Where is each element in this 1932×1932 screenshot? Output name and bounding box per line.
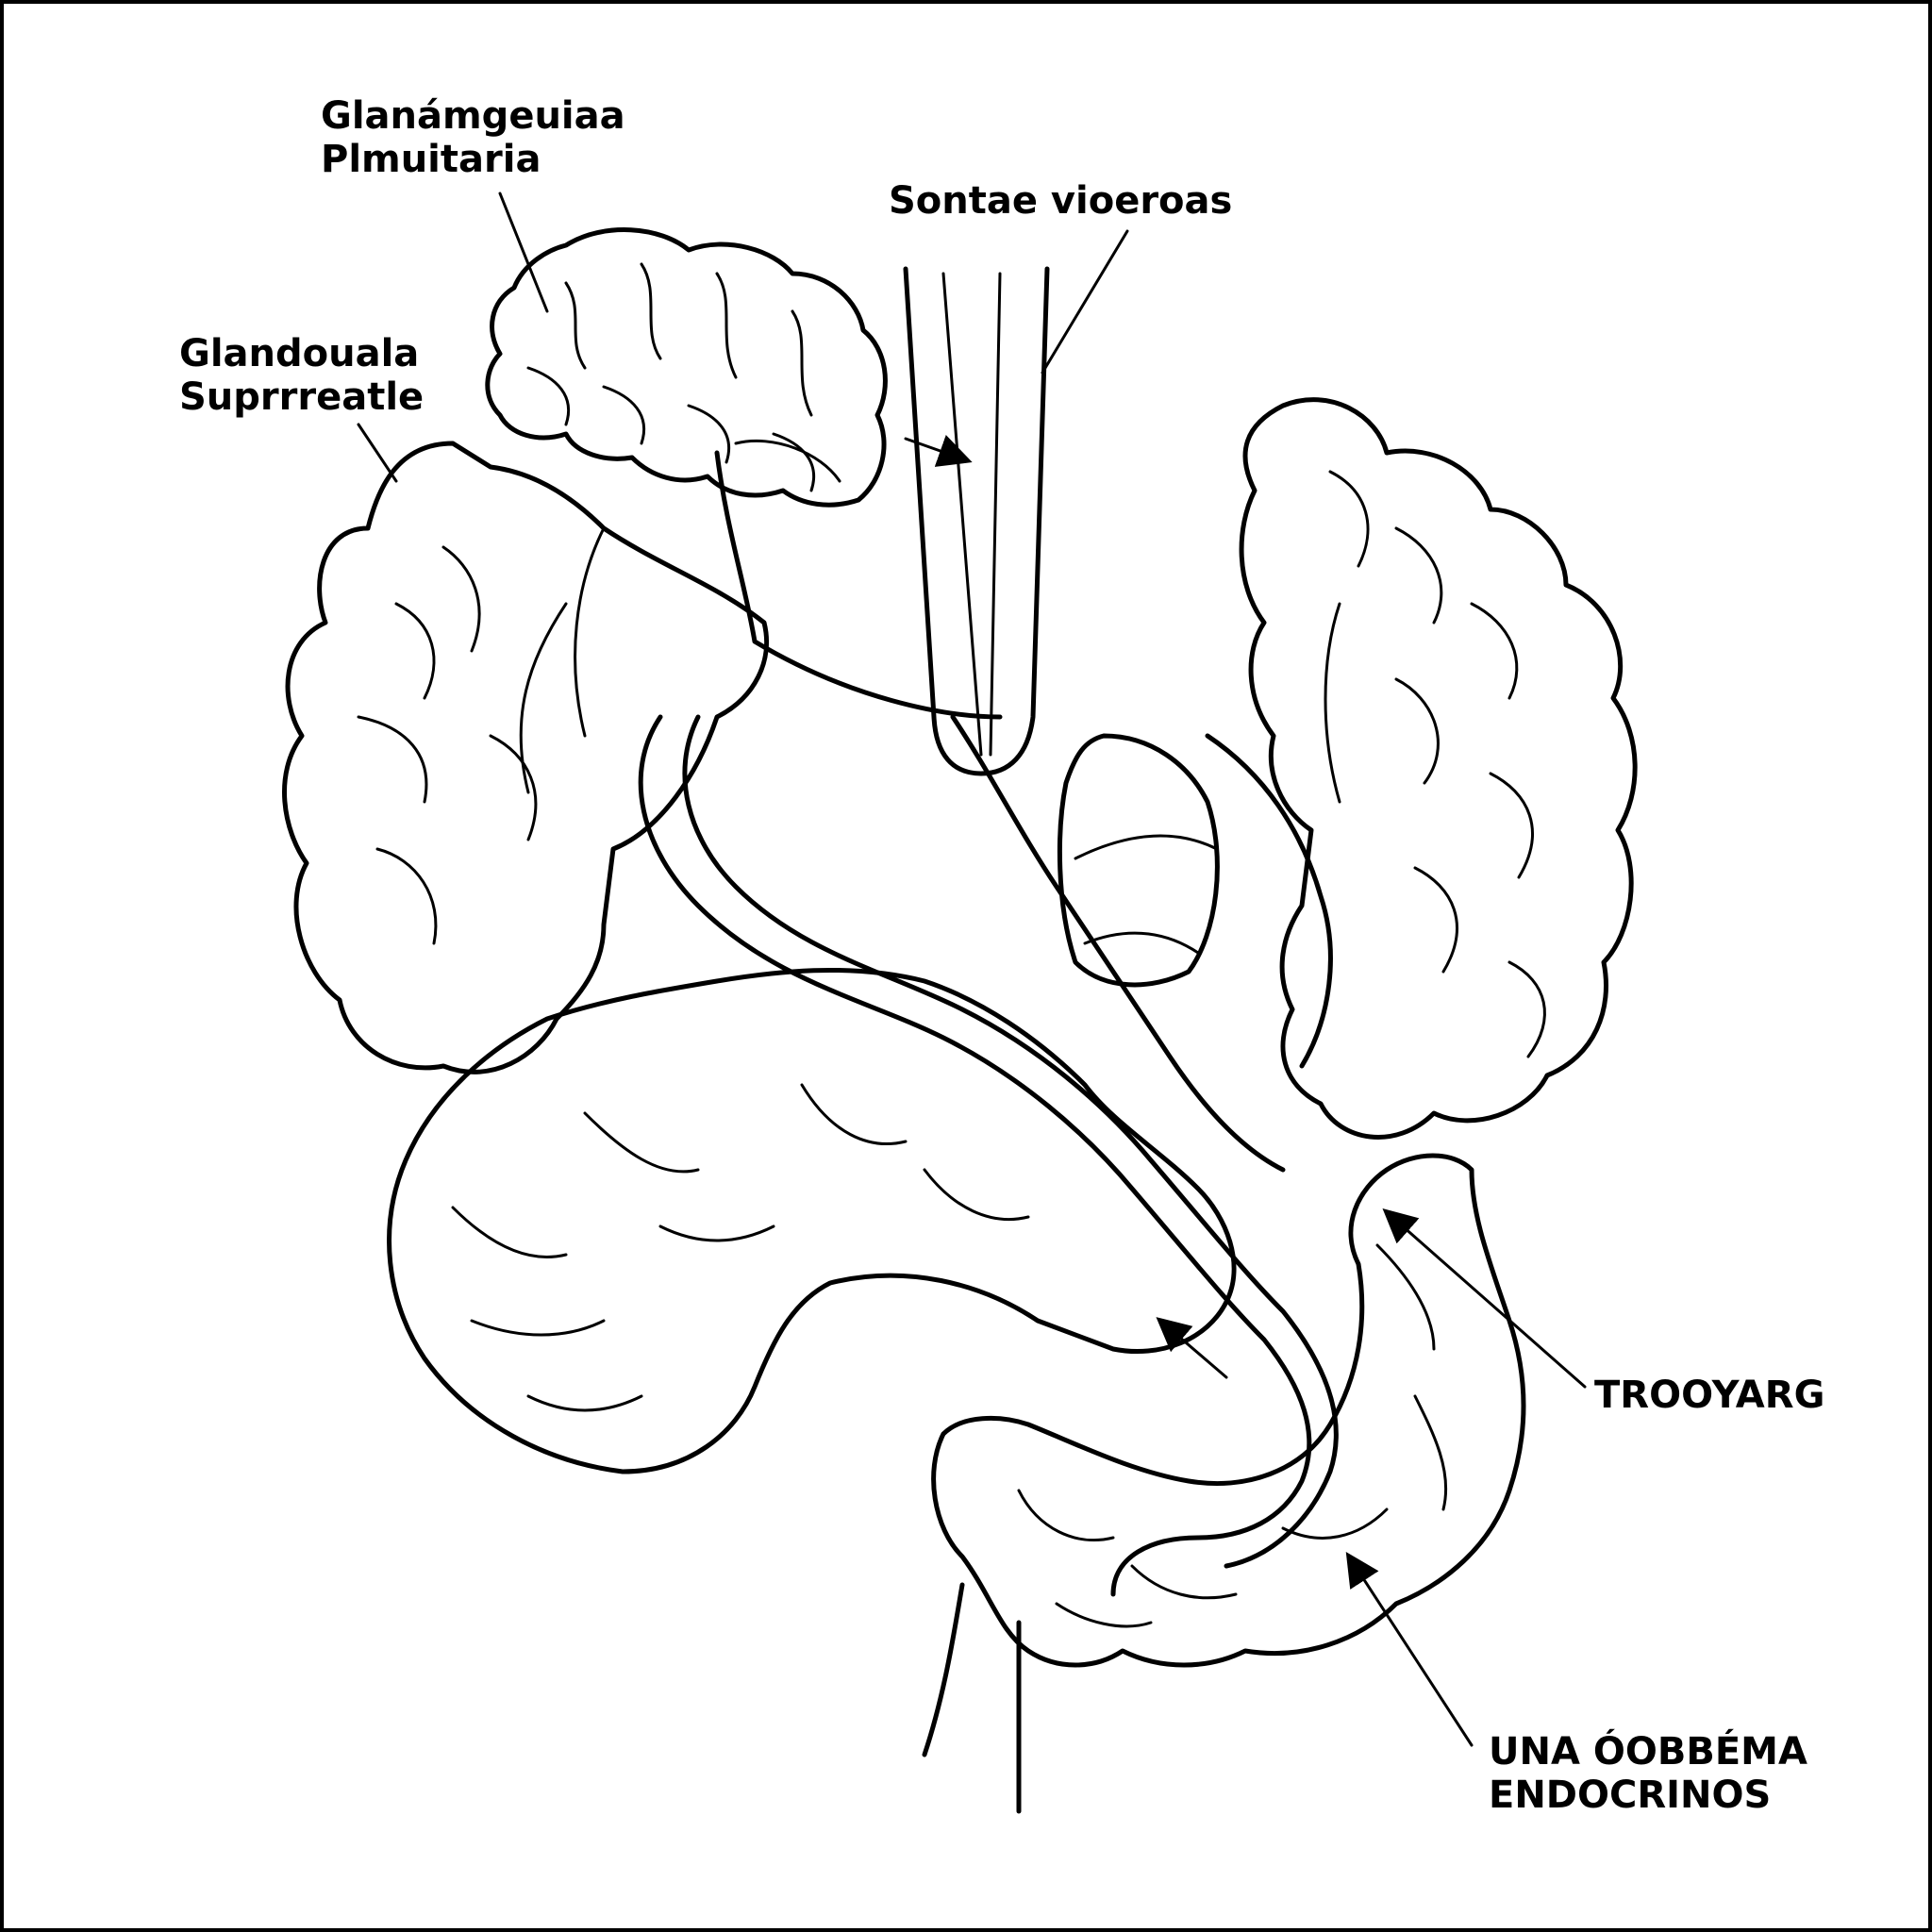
leader-suprarenal xyxy=(357,423,398,483)
leader-vessels-arrow xyxy=(904,435,973,467)
central-organ xyxy=(1057,733,1220,988)
label-system-line-2: ENDOCRINOS xyxy=(1489,1774,1772,1817)
brain xyxy=(485,227,888,508)
right-lobe xyxy=(1239,397,1638,1140)
label-suprarenal-line-2: Suprrreatle xyxy=(179,375,425,419)
leader-system xyxy=(1345,1551,1474,1747)
leader-lines xyxy=(357,192,1587,1747)
label-system-line-1: UNA ÓOBBÉMA xyxy=(1489,1730,1807,1774)
label-suprarenal-gland: Glandouala Suprrreatle xyxy=(179,332,424,419)
left-lobe xyxy=(282,441,770,1074)
winding-vessels xyxy=(638,714,1339,1814)
leader-vessels xyxy=(1041,229,1129,375)
lower-left-organ xyxy=(387,967,1237,1474)
label-suprarenal-line-1: Glandouala xyxy=(179,332,420,375)
central-vessels xyxy=(714,266,1050,776)
leader-thyroid xyxy=(1382,1208,1587,1389)
label-endocrine-system: UNA ÓOBBÉMA ENDOCRINOS xyxy=(1489,1730,1807,1817)
label-thyroid: TROOYARG xyxy=(1594,1374,1825,1417)
label-pituitary-gland: Glanámgeuiaa Plmuitaria xyxy=(321,94,625,181)
leader-thyroid-inner xyxy=(1156,1317,1228,1379)
leader-pituitary xyxy=(498,192,549,313)
label-vessels: Sontae vioeroas xyxy=(889,179,1233,223)
label-pituitary-line-2: Plmuitaria xyxy=(321,138,541,181)
label-pituitary-line-1: Glanámgeuiaa xyxy=(321,94,625,138)
